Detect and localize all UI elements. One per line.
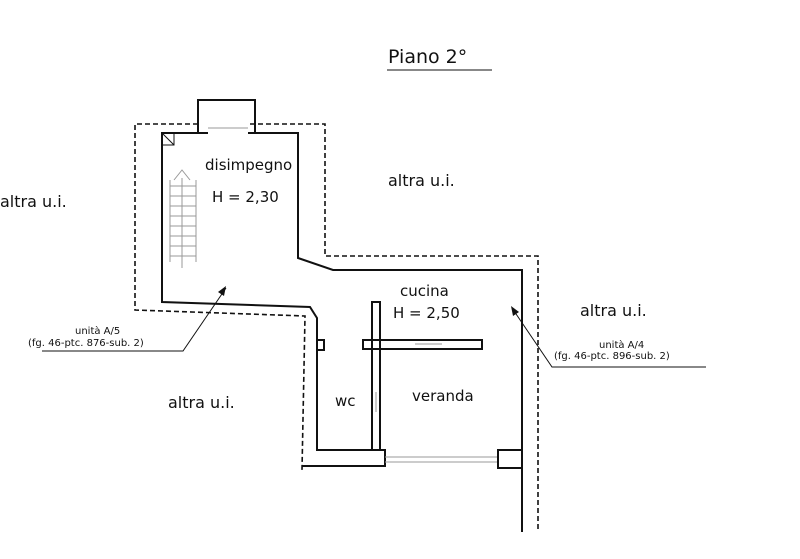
corner-marker-diagonal bbox=[161, 132, 175, 146]
other-unit-bottom-left: altra u.i. bbox=[168, 393, 235, 412]
kitchen-partition bbox=[362, 339, 483, 350]
callout-a4-arrowhead bbox=[511, 306, 519, 316]
room-height-cucina: H = 2,50 bbox=[393, 304, 460, 322]
callout-a5-ref: (fg. 46-ptc. 876-sub. 2) bbox=[28, 338, 144, 349]
room-height-disimpegno: H = 2,30 bbox=[212, 188, 279, 206]
wall-outline-left bbox=[161, 132, 386, 467]
room-label-disimpegno: disimpegno bbox=[205, 156, 292, 174]
other-unit-top-right: altra u.i. bbox=[388, 171, 455, 190]
callout-a4-leader bbox=[511, 307, 706, 368]
callout-a4-name: unità A/4 bbox=[599, 339, 644, 351]
room-label-wc: wc bbox=[335, 392, 356, 410]
wc-right-wall bbox=[371, 301, 381, 451]
boundary-dashed-left bbox=[134, 123, 306, 471]
room-label-cucina: cucina bbox=[400, 282, 449, 300]
callout-a4-ref: (fg. 46-ptc. 896-sub. 2) bbox=[554, 351, 670, 362]
veranda-pillar bbox=[497, 449, 523, 469]
callout-a5-name: unità A/5 bbox=[75, 325, 120, 337]
other-unit-left: altra u.i. bbox=[0, 192, 67, 211]
corner-marker bbox=[161, 132, 175, 146]
entry-niche bbox=[197, 99, 256, 133]
callout-a5-leader bbox=[42, 287, 227, 352]
staircase bbox=[169, 169, 197, 268]
room-label-veranda: veranda bbox=[412, 387, 474, 405]
wc-wall-left bbox=[317, 339, 325, 351]
boundary-dashed-right bbox=[250, 123, 539, 532]
plan-title: Piano 2° bbox=[388, 46, 467, 68]
callout-a5-arrowhead bbox=[218, 286, 226, 296]
other-unit-right: altra u.i. bbox=[580, 301, 647, 320]
wall-outline-right bbox=[248, 132, 523, 532]
